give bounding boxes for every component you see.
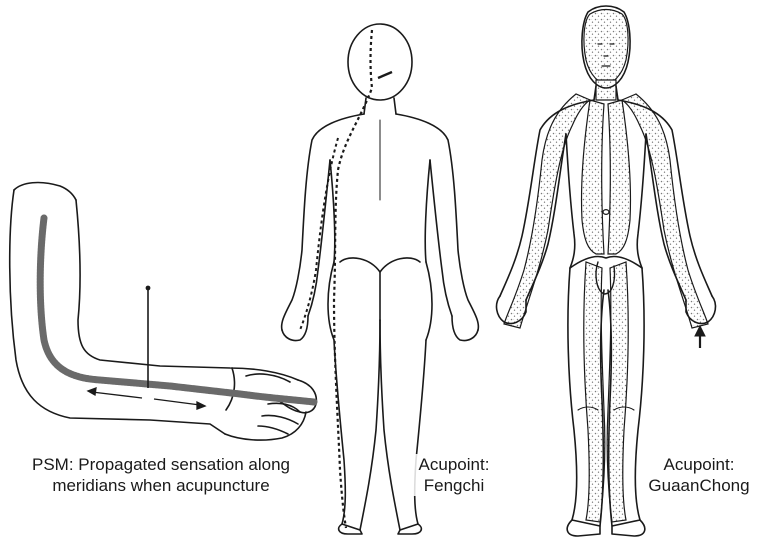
arm-fist <box>277 379 318 414</box>
fengchi-caption-line2: Fengchi <box>423 476 485 495</box>
fengchi-caption: Acupoint: Fengchi <box>404 454 504 496</box>
front-leg-left <box>567 267 605 527</box>
front-torso-right <box>636 133 647 269</box>
back-leg-left <box>333 319 381 531</box>
front-band-neck <box>595 79 617 101</box>
psm-caption-line1: PSM: Propagated sensation along <box>31 455 290 474</box>
arm-figure <box>8 181 318 441</box>
back-body-left <box>280 113 365 331</box>
guanchong-arrow <box>694 324 706 348</box>
front-hand-right <box>685 295 717 325</box>
fengchi-caption-line1: Acupoint: <box>418 455 490 474</box>
front-arm-inner-right <box>645 133 687 301</box>
arm-outline-shoulder <box>13 181 77 201</box>
guanchong-caption-line1: Acupoint: <box>663 455 735 474</box>
front-head <box>581 5 631 89</box>
front-leg-right <box>607 267 645 527</box>
front-pelvis <box>569 255 643 269</box>
fengchi-point <box>377 70 393 80</box>
back-arm-inner-left <box>307 159 331 317</box>
front-torso-left <box>565 133 576 269</box>
front-face <box>597 43 615 67</box>
propagation-arrows <box>86 387 207 410</box>
back-buttocks <box>339 257 421 273</box>
front-arm-inner-left <box>525 133 567 301</box>
back-foot-right <box>397 523 423 535</box>
front-band-head <box>583 8 629 85</box>
back-hand-right <box>451 315 479 342</box>
front-view-figure <box>495 5 717 537</box>
arm-outline-upper <box>8 189 226 435</box>
arm-wrist <box>225 367 236 411</box>
front-foot-right <box>611 519 646 537</box>
arm-fingers <box>257 402 301 435</box>
guanchong-caption: Acupoint: GuaanChong <box>640 454 758 496</box>
arm-meridian-band <box>36 214 318 406</box>
front-foot-left <box>566 519 601 537</box>
back-view-figure <box>280 23 480 535</box>
back-meridian-arm <box>299 137 339 331</box>
acupuncture-needle <box>145 285 151 388</box>
back-leg-right <box>379 319 427 531</box>
back-waist <box>329 159 431 263</box>
back-foot-left <box>337 523 363 535</box>
psm-caption: PSM: Propagated sensation along meridian… <box>2 454 320 496</box>
front-navel <box>602 209 610 216</box>
back-hand-left <box>281 315 309 342</box>
front-band-left-arm <box>503 93 592 329</box>
front-band-torso-right <box>607 99 632 255</box>
front-band-right-arm <box>620 93 709 329</box>
psm-caption-line2: meridians when acupuncture <box>52 476 270 495</box>
front-outline-left <box>499 99 595 297</box>
front-meridian-bands <box>503 8 709 523</box>
back-arm-inner-right <box>429 159 453 317</box>
guanchong-caption-line2: GuaanChong <box>648 476 750 495</box>
front-knees <box>577 406 635 411</box>
arm-outline-forearm <box>224 411 307 441</box>
back-body-right <box>395 113 480 331</box>
front-outline-right <box>617 99 713 297</box>
front-neck <box>593 85 619 101</box>
arm-thumb <box>245 373 291 383</box>
front-band-torso-left <box>580 99 605 255</box>
back-hips <box>327 261 433 341</box>
front-hand-left <box>495 295 527 325</box>
back-head <box>347 23 413 101</box>
arm-outline-inner <box>75 199 299 381</box>
back-meridian-line <box>332 29 374 529</box>
